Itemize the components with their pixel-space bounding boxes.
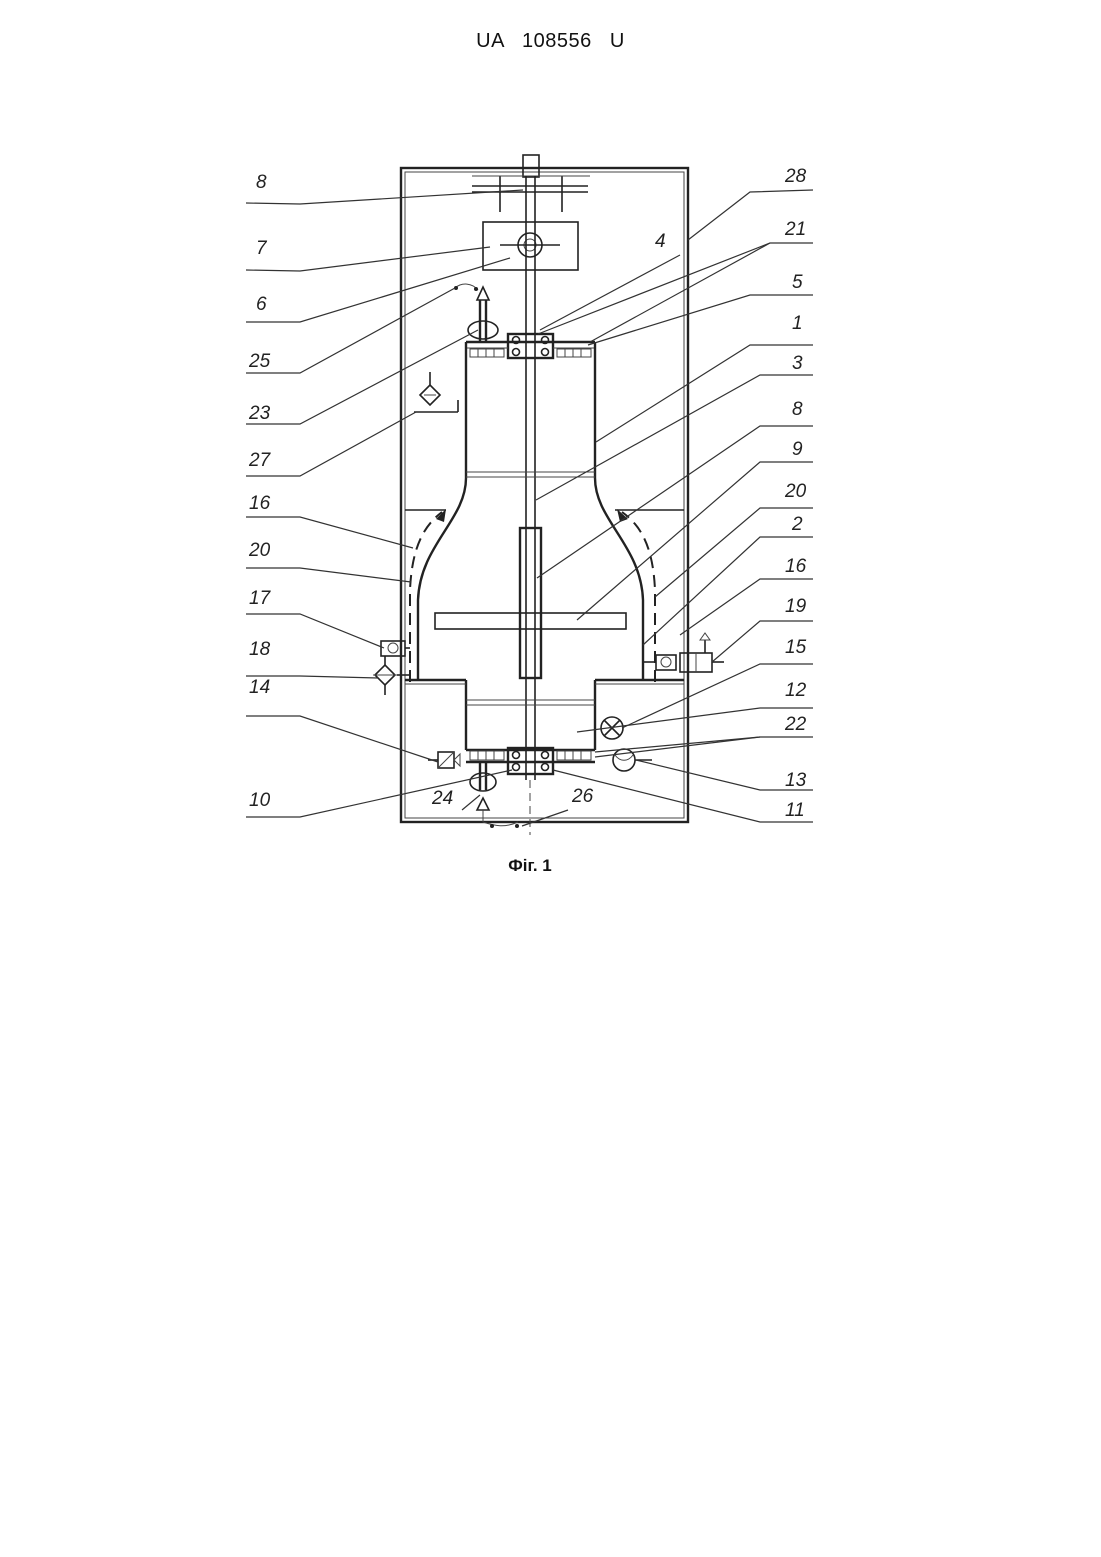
- label-1: 1: [792, 313, 803, 334]
- label-18: 18: [249, 639, 271, 660]
- leader-lines: [246, 190, 813, 826]
- drive-box: [483, 222, 578, 270]
- label-20-right: 20: [784, 481, 807, 502]
- figure-caption: Фіг. 1: [0, 856, 1060, 876]
- label-16-right: 16: [785, 556, 807, 577]
- label-12: 12: [785, 680, 807, 701]
- central-shaft: [526, 176, 535, 835]
- top-bearing: [508, 334, 553, 358]
- label-6: 6: [256, 294, 267, 315]
- label-23: 23: [248, 403, 271, 424]
- label-15: 15: [785, 637, 807, 658]
- vessel-body: [405, 342, 684, 750]
- label-9: 9: [792, 439, 803, 460]
- label-3: 3: [792, 353, 803, 374]
- label-19: 19: [785, 596, 807, 617]
- label-16-left: 16: [249, 493, 271, 514]
- label-2: 2: [791, 514, 803, 535]
- label-11: 11: [785, 800, 805, 821]
- label-25: 25: [248, 351, 271, 372]
- label-28: 28: [784, 166, 807, 187]
- label-8-right: 8: [792, 399, 803, 420]
- label-21: 21: [784, 219, 806, 240]
- label-22: 22: [784, 714, 807, 735]
- label-4: 4: [655, 231, 666, 252]
- level-indicator: [414, 372, 458, 412]
- label-26: 26: [571, 786, 594, 807]
- label-8-top: 8: [256, 172, 267, 193]
- label-24: 24: [431, 788, 453, 809]
- top-valve-unit: [454, 284, 498, 342]
- label-14: 14: [249, 677, 270, 698]
- top-mount: [472, 155, 590, 212]
- label-7: 7: [256, 238, 268, 259]
- left-valve-filter: [373, 641, 410, 695]
- label-17: 17: [249, 588, 272, 609]
- label-20-left: 20: [248, 540, 271, 561]
- label-13: 13: [785, 770, 807, 791]
- label-27: 27: [248, 450, 272, 471]
- label-5: 5: [792, 272, 803, 293]
- label-10: 10: [249, 790, 271, 811]
- top-cover: [466, 342, 595, 357]
